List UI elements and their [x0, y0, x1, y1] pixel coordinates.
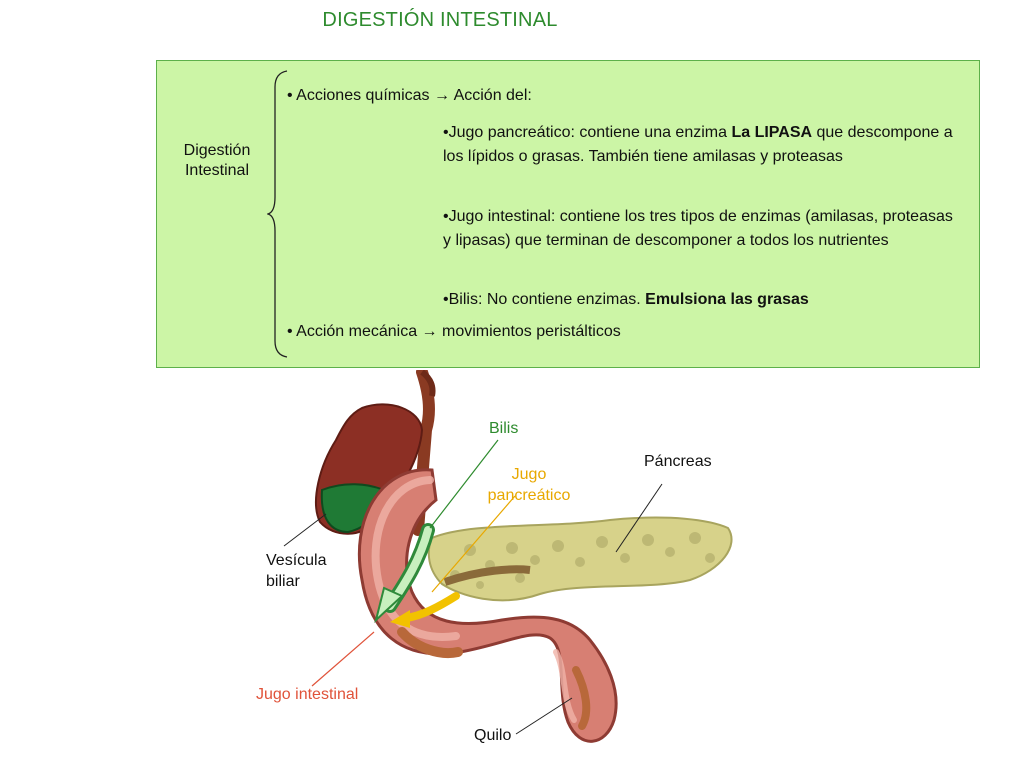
label-jugo-pancreatico-line2: pancreático	[487, 487, 571, 504]
anatomy-drawing	[315, 366, 733, 743]
bile-text: •Bilis: No contiene enzimas.	[443, 291, 646, 308]
digestive-illustration	[250, 366, 790, 765]
label-jugo-intestinal: Jugo intestinal	[256, 686, 359, 703]
label-vesicula-biliar: Vesícula biliar	[266, 550, 326, 592]
mechanical-action-line: • Acción mecánica → movimientos peristál…	[287, 323, 621, 340]
label-quilo: Quilo	[474, 727, 512, 744]
pancreatic-text-b: que descompone a los lípidos o grasas. T…	[443, 124, 953, 165]
lipasa-bold: La LIPASA	[731, 124, 813, 141]
bile-bold: Emulsiona las grasas	[645, 291, 809, 308]
bile-paragraph: •Bilis: No contiene enzimas. Emulsiona l…	[443, 288, 963, 312]
label-jugo-pancreatico: Jugo pancreático	[474, 464, 584, 506]
summary-box: Digestión Intestinal • Acciones químicas…	[156, 60, 980, 368]
label-vesicula-line1: Vesícula	[266, 552, 327, 569]
label-pancreas: Páncreas	[644, 453, 712, 470]
page-title: DIGESTIÓN INTESTINAL	[322, 9, 558, 31]
label-jugo-pancreatico-line1: Jugo	[511, 466, 547, 483]
label-vesicula-line2: biliar	[266, 573, 300, 590]
side-label: Digestión Intestinal	[177, 141, 257, 181]
curly-brace	[267, 70, 288, 358]
chemical-actions-line: • Acciones químicas → Acción del:	[287, 87, 532, 104]
pancreatic-juice-paragraph: •Jugo pancreático: contiene una enzima L…	[443, 121, 963, 169]
label-bilis: Bilis	[489, 420, 519, 437]
side-label-line1: Digestión	[183, 142, 251, 159]
side-label-line2: Intestinal	[184, 162, 250, 179]
intestinal-juice-paragraph: •Jugo intestinal: contiene los tres tipo…	[443, 208, 953, 249]
pancreatic-text-a: •Jugo pancreático: contiene una enzima	[443, 124, 732, 141]
leader-lines	[283, 439, 663, 735]
